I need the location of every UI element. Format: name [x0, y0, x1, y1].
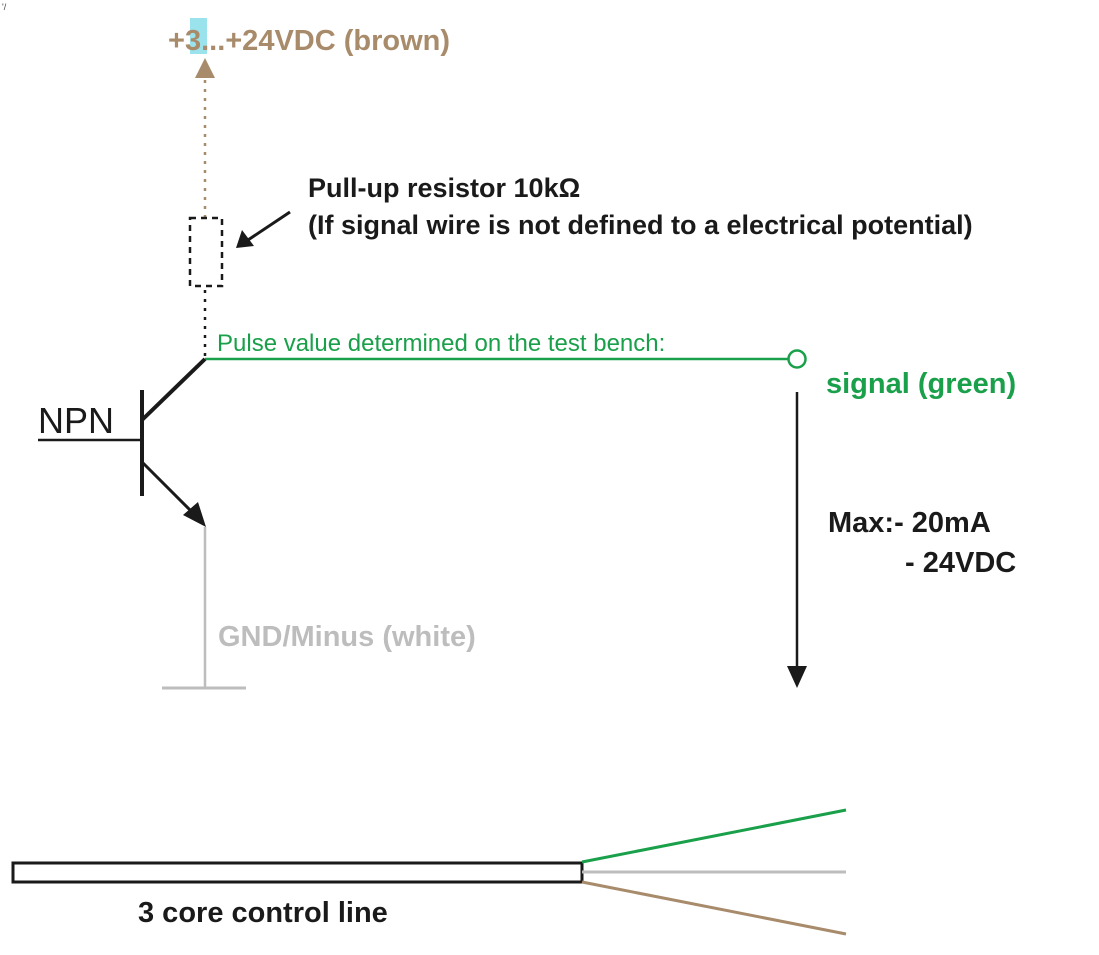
transistor-collector — [140, 357, 207, 422]
transistor-emitter — [140, 460, 194, 514]
pulse-label: Pulse value determined on the test bench… — [217, 330, 665, 357]
highlight-box — [190, 18, 207, 54]
supply-suffix: ...+24VDC (brown) — [201, 25, 450, 57]
cable-green-core — [581, 808, 847, 864]
pullup-note: (If signal wire is not defined to a elec… — [308, 210, 973, 240]
pullup-pointer-arrowhead — [236, 230, 254, 248]
supply-prefix: + — [168, 25, 185, 57]
supply-label: +3...+24VDC (brown) — [168, 25, 450, 57]
corner-mark: '/ — [2, 2, 7, 12]
pullup-pointer-line — [247, 210, 291, 242]
signal-terminal — [787, 349, 807, 369]
signal-label: signal (green) — [826, 368, 1016, 400]
cable-jacket — [11, 861, 584, 884]
transistor-label: NPN — [38, 400, 114, 441]
max-current: Max:- 20mA — [828, 507, 991, 539]
pullup-title: Pull-up resistor 10kΩ — [308, 173, 580, 203]
emitter-arrowhead — [183, 502, 206, 527]
gnd-label: GND/Minus (white) — [218, 621, 476, 653]
supply-highlighted-digit: 3 — [185, 25, 201, 57]
pullup-resistor — [188, 216, 224, 288]
current-arrowhead — [787, 666, 807, 688]
cable-brown-core — [581, 880, 847, 936]
supply-arrowhead — [195, 58, 215, 78]
max-voltage: - 24VDC — [905, 547, 1016, 579]
cable-label: 3 core control line — [138, 897, 388, 929]
